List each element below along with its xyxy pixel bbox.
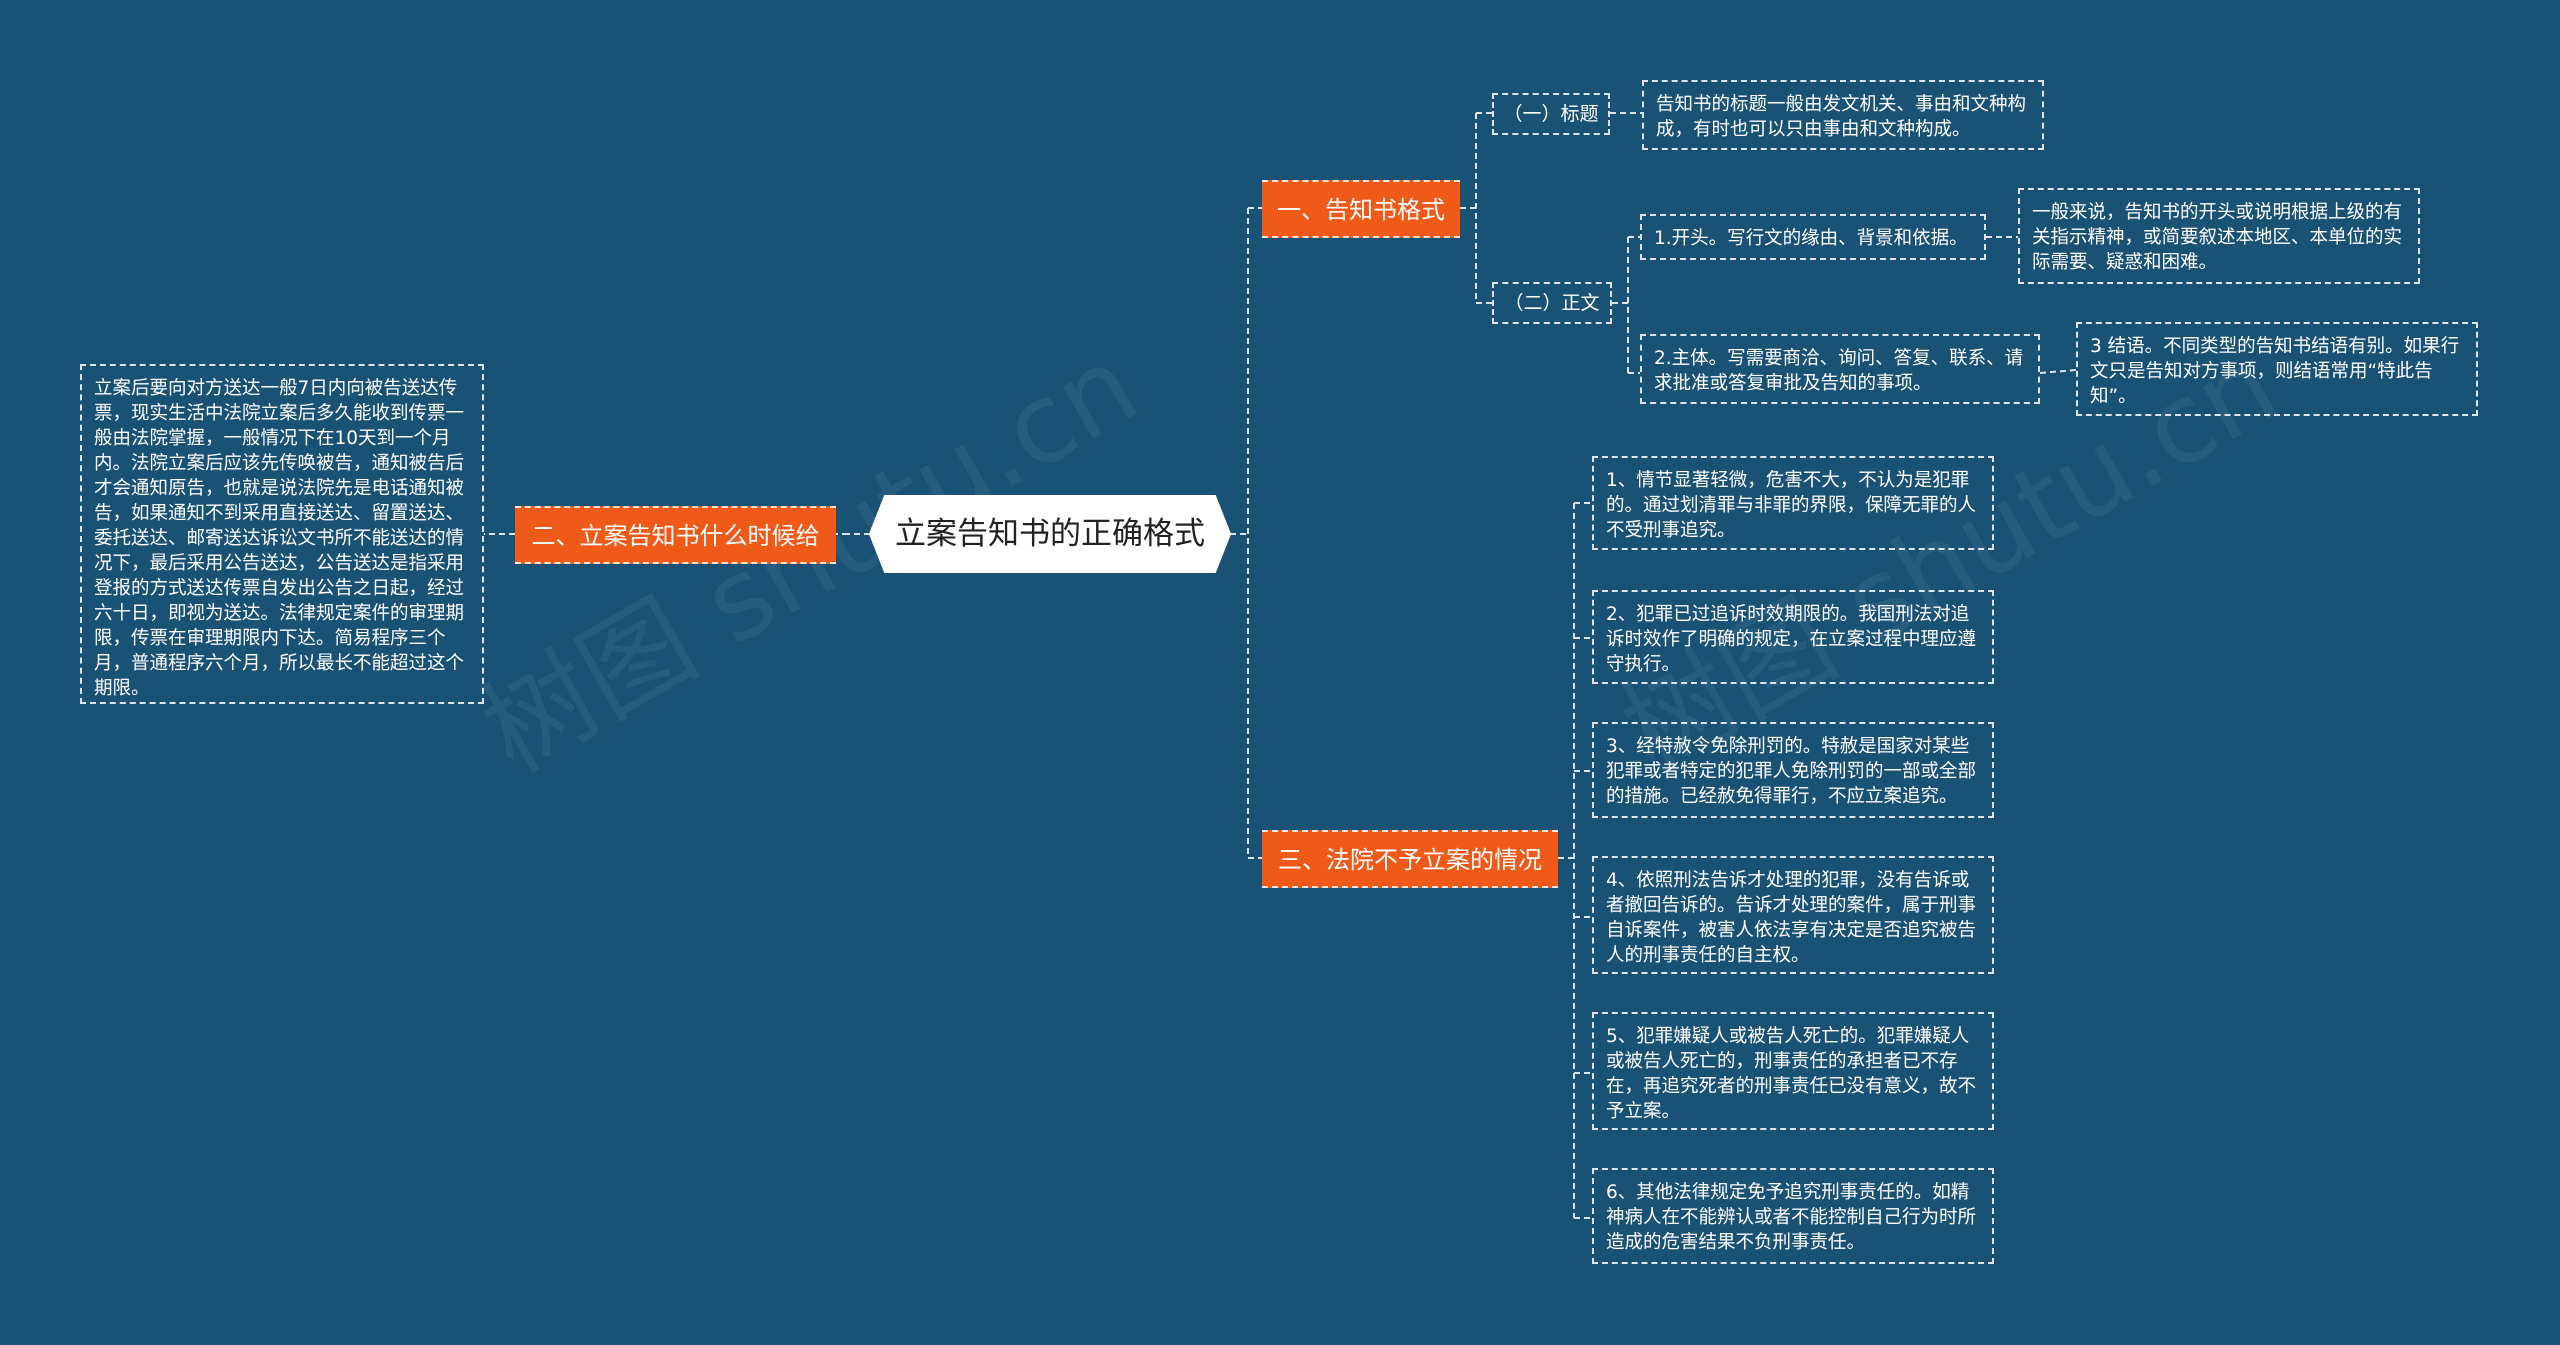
root-title: 立案告知书的正确格式	[895, 516, 1205, 552]
body-conclusion: 3 结语。不同类型的告知书结语有别。如果行文只是告知对方事项，则结语常用“特此告…	[2076, 322, 2478, 416]
no-filing-item: 4、依照刑法告诉才处理的犯罪，没有告诉或者撤回告诉的。告诉才处理的案件，属于刑事…	[1592, 856, 1994, 974]
body-opening-detail: 一般来说，告知书的开头或说明根据上级的有关指示精神，或简要叙述本地区、本单位的实…	[2018, 188, 2420, 284]
no-filing-item: 1、情节显著轻微，危害不大，不认为是犯罪的。通过划清罪与非罪的界限，保障无罪的人…	[1592, 456, 1994, 550]
body-main: 2.主体。写需要商洽、询问、答复、联系、请求批准或答复审批及告知的事项。	[1640, 334, 2040, 404]
sub-title-text: 告知书的标题一般由发文机关、事由和文种构成，有时也可以只由事由和文种构成。	[1642, 80, 2044, 150]
no-filing-item: 2、犯罪已过追诉时效期限的。我国刑法对追诉时效作了明确的规定，在立案过程中理应遵…	[1592, 590, 1994, 684]
no-filing-item: 3、经特赦令免除刑罚的。特赦是国家对某些犯罪或者特定的犯罪人免除刑罚的一部或全部…	[1592, 722, 1994, 818]
branch-when-given: 二、立案告知书什么时候给	[515, 506, 836, 564]
when-given-text: 立案后要向对方送达一般7日内向被告送达传票，现实生活中法院立案后多久能收到传票一…	[80, 364, 484, 704]
sub-body-label: （二）正文	[1492, 282, 1612, 324]
branch-format: 一、告知书格式	[1262, 180, 1460, 238]
no-filing-item: 5、犯罪嫌疑人或被告人死亡的。犯罪嫌疑人或被告人死亡的，刑事责任的承担者已不存在…	[1592, 1012, 1994, 1130]
no-filing-item: 6、其他法律规定免予追究刑事责任的。如精神病人在不能辨认或者不能控制自己行为时所…	[1592, 1168, 1994, 1264]
sub-title-label: （一）标题	[1492, 93, 1610, 135]
branch-no-filing: 三、法院不予立案的情况	[1262, 830, 1558, 888]
body-opening: 1.开头。写行文的缘由、背景和依据。	[1640, 214, 1986, 260]
